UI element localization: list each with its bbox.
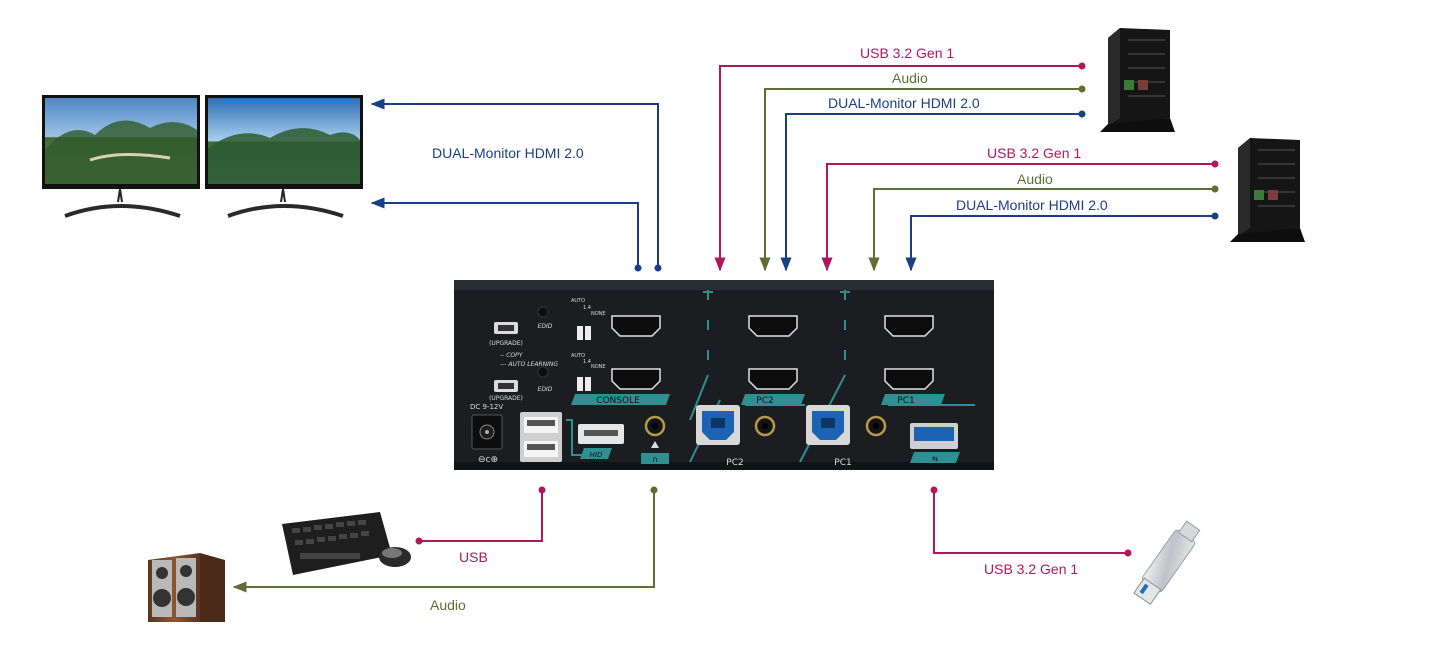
hid-label: HID (590, 451, 603, 459)
keyboard-usb-line (419, 490, 543, 542)
flash-usb-label: USB 3.2 Gen 1 (984, 561, 1078, 577)
pc2-audio-line (759, 88, 1082, 272)
speaker-audio-line (232, 490, 655, 593)
edid-label-1: EDID (538, 323, 553, 330)
keyboard-mouse-icon (282, 512, 411, 575)
tower-pc1-icon (1230, 138, 1305, 242)
tower-pc2-icon (1100, 28, 1175, 132)
pc1-usb-line (821, 163, 1215, 272)
upgrade-label-2: (UPGRADE) (489, 395, 523, 402)
upgrade-label-1: (UPGRADE) (489, 340, 523, 347)
svg-text:⊖c⊕: ⊖c⊕ (478, 455, 498, 465)
monitor-hdmi-line-2 (370, 197, 639, 268)
dual-monitor-icon (42, 95, 363, 218)
copy-label: -- COPY (500, 352, 524, 359)
pc2-hdmi-line (780, 113, 1082, 272)
pc2-hdmi-label: DUAL-Monitor HDMI 2.0 (828, 95, 980, 111)
pc1-audio-line (868, 188, 1215, 272)
v14-label-2: 1.4 (583, 359, 591, 365)
pc2-audio-label: Audio (892, 70, 928, 86)
pc2-panel-label: PC2 (756, 396, 773, 406)
keyboard-usb-label: USB (459, 549, 488, 565)
dc-label: DC 9-12V (470, 403, 503, 411)
monitor-hdmi-label: DUAL-Monitor HDMI 2.0 (432, 145, 584, 161)
none-label-2: NONE (591, 364, 606, 370)
pc1-audio-label: Audio (1017, 171, 1053, 187)
speaker-audio-label: Audio (430, 597, 466, 613)
svg-text:⇆: ⇆ (932, 455, 938, 463)
pc1-hdmi-line (905, 215, 1215, 272)
usb-flash-drive-icon (1133, 520, 1201, 606)
auto-learning-label: --- AUTO LEARNING (500, 361, 558, 368)
edid-label-2: EDID (538, 386, 553, 393)
svg-text:∩: ∩ (652, 455, 658, 464)
kvm-switch-panel: (UPGRADE) (UPGRADE) -- COPY --- AUTO LEA… (454, 280, 994, 470)
pc2-usb-line (714, 65, 1082, 272)
auto-label-2: AUTO (571, 353, 585, 359)
pc1-bottom-label: PC1 (834, 458, 851, 468)
speakers-icon (148, 553, 225, 622)
pc2-usb-label: USB 3.2 Gen 1 (860, 45, 954, 61)
v14-label-1: 1.4 (583, 305, 591, 311)
pc2-bottom-label: PC2 (726, 458, 743, 468)
pc1-panel-label: PC1 (897, 396, 914, 406)
monitor-hdmi-line-1 (370, 98, 659, 268)
auto-label-1: AUTO (571, 298, 585, 304)
none-label-1: NONE (591, 311, 606, 317)
pc1-hdmi-label: DUAL-Monitor HDMI 2.0 (956, 197, 1108, 213)
flash-usb-line (933, 490, 1128, 554)
console-label: CONSOLE (596, 396, 640, 406)
pc1-usb-label: USB 3.2 Gen 1 (987, 145, 1081, 161)
